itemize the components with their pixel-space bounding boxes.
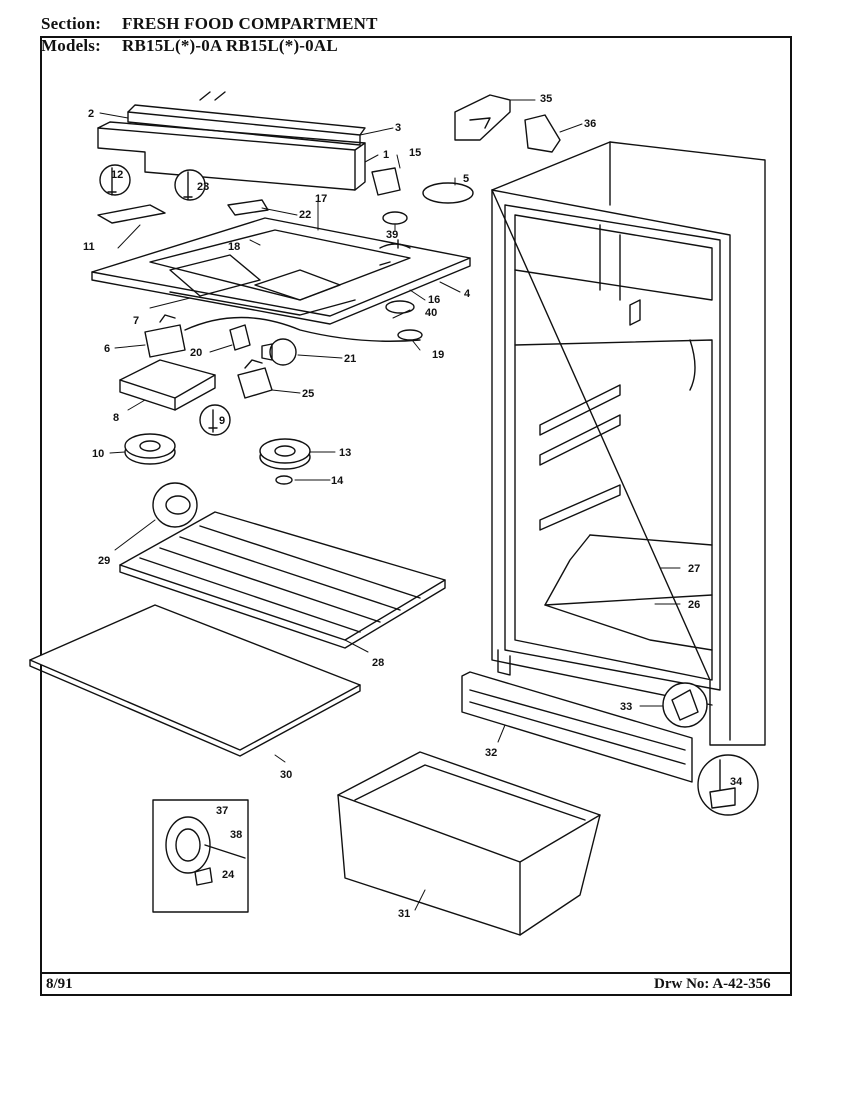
- callout-6: 6: [104, 343, 110, 355]
- callout-34: 34: [730, 776, 743, 788]
- leader-lines: [99, 99, 681, 911]
- callout-32: 32: [485, 747, 497, 759]
- callout-29: 29: [98, 555, 110, 567]
- footer-divider: [40, 972, 792, 974]
- callout-14: 14: [331, 475, 344, 487]
- light-switch: [237, 359, 273, 399]
- light-bulb: [229, 324, 297, 366]
- callout-37: 37: [216, 805, 228, 817]
- callout-20: 20: [190, 347, 202, 359]
- drawing-number: Drw No: A-42-356: [654, 976, 771, 992]
- models-label: Models:: [41, 36, 101, 55]
- callout-13: 13: [339, 447, 351, 459]
- callout-36: 36: [584, 118, 596, 130]
- callout-7: 7: [133, 315, 139, 327]
- callout-40: 40: [425, 307, 437, 319]
- section-label: Section:: [41, 14, 102, 33]
- hinge-leveler: [662, 682, 759, 816]
- callout-1: 1: [383, 149, 389, 161]
- callout-15: 15: [409, 147, 421, 159]
- callout-16: 16: [428, 294, 440, 306]
- callout-19: 19: [432, 349, 444, 361]
- callout-12: 12: [111, 169, 123, 181]
- callout-31: 31: [398, 908, 410, 920]
- control-housing: [97, 91, 366, 191]
- roller-detail-box: [152, 799, 249, 913]
- callout-39: 39: [386, 229, 398, 241]
- callout-2: 2: [88, 108, 94, 120]
- thermostat: [144, 314, 421, 358]
- callout-9: 9: [219, 415, 225, 427]
- detail-circles: [97, 164, 269, 224]
- callout-26: 26: [688, 599, 700, 611]
- rollers: [124, 433, 311, 485]
- callout-25: 25: [302, 388, 314, 400]
- glass-shelf: [29, 604, 361, 757]
- callout-5: 5: [463, 173, 469, 185]
- drawing-date: 8/91: [46, 976, 73, 992]
- drawing-frame: [40, 36, 792, 996]
- callout-35: 35: [540, 93, 552, 105]
- callout-38: 38: [230, 829, 242, 841]
- callout-23: 23: [197, 181, 209, 193]
- callout-30: 30: [280, 769, 292, 781]
- models-list: RB15L(*)-0A RB15L(*)-0AL: [122, 36, 338, 55]
- callout-27: 27: [688, 563, 700, 575]
- callout-28: 28: [372, 657, 384, 669]
- toe-grille: [461, 671, 693, 783]
- callout-11: 11: [83, 241, 95, 253]
- callout-17: 17: [315, 193, 327, 205]
- callout-22: 22: [299, 209, 311, 221]
- ceiling-panel: [91, 217, 471, 325]
- callout-18: 18: [228, 241, 240, 253]
- callout-8: 8: [113, 412, 119, 424]
- callout-21: 21: [344, 353, 356, 365]
- refrigerator-cabinet: [491, 141, 766, 746]
- callout-3: 3: [395, 122, 401, 134]
- control-bracket: [119, 359, 231, 436]
- callout-labels: 1 2 3 4 5 6 7 8 9 10 11 12 13 14 15 16 1…: [83, 93, 743, 920]
- callout-4: 4: [464, 288, 471, 300]
- callout-33: 33: [620, 701, 632, 713]
- fan-assembly: [371, 167, 474, 341]
- callout-24: 24: [222, 869, 235, 881]
- wire-shelf: [119, 482, 446, 649]
- callout-10: 10: [92, 448, 104, 460]
- section-title: FRESH FOOD COMPARTMENT: [122, 14, 378, 33]
- top-brackets: [454, 94, 561, 153]
- crisper-drawer: [337, 751, 601, 936]
